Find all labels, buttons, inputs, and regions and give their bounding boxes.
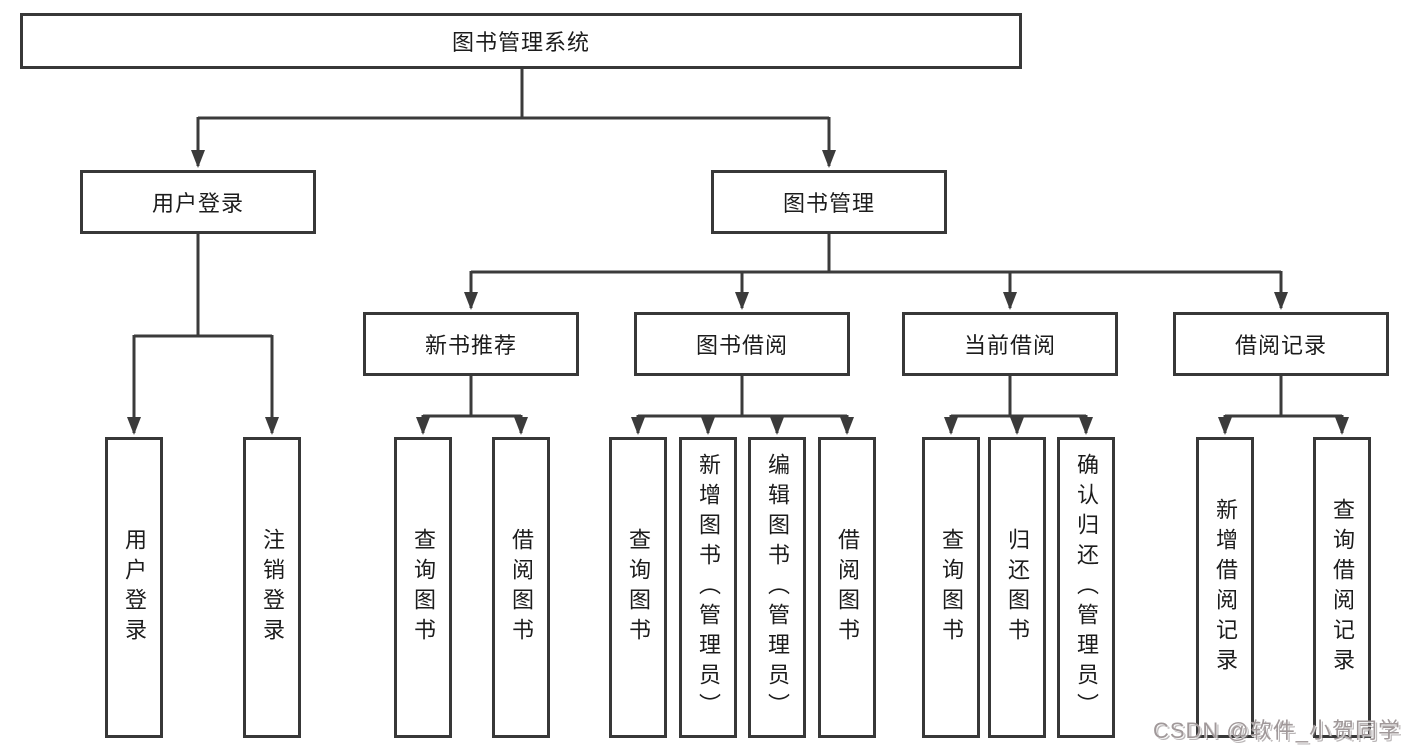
leaf-query-borrow-record: 查询借阅记录 (1313, 437, 1371, 738)
leaf-user-login-label: 用户登录 (122, 527, 147, 648)
leaf-query-books-borrowgroup-label: 查询图书 (626, 527, 651, 648)
node-book-management: 图书管理 (711, 170, 947, 234)
node-book-borrowing: 图书借阅 (634, 312, 850, 376)
wire-user-login-split (127, 234, 279, 435)
leaf-query-books-borrowgroup: 查询图书 (609, 437, 667, 738)
node-borrowing-records: 借阅记录 (1173, 312, 1389, 376)
leaf-query-borrow-record-label: 查询借阅记录 (1330, 497, 1355, 678)
leaf-add-borrow-record-label: 新增借阅记录 (1213, 497, 1238, 678)
leaf-return-books: 归还图书 (988, 437, 1046, 738)
leaf-return-books-label: 归还图书 (1005, 527, 1030, 648)
leaf-add-books-admin: 新增图书（管理员） (679, 437, 737, 738)
leaf-user-login: 用户登录 (105, 437, 163, 738)
wire-root-split (191, 69, 836, 168)
leaf-query-books-newgroup: 查询图书 (394, 437, 452, 738)
node-new-book-recommend: 新书推荐 (363, 312, 579, 376)
leaf-confirm-return-admin: 确认归还（管理员） (1057, 437, 1115, 738)
leaf-borrow-books-newgroup-label: 借阅图书 (509, 527, 534, 648)
leaf-add-borrow-record: 新增借阅记录 (1196, 437, 1254, 738)
leaf-logout: 注销登录 (243, 437, 301, 738)
leaf-add-books-admin-label: 新增图书（管理员） (696, 452, 721, 723)
leaf-edit-books-admin: 编辑图书（管理员） (748, 437, 806, 738)
leaf-confirm-return-admin-label: 确认归还（管理员） (1074, 452, 1099, 723)
wire-borrowing-records-split (1218, 376, 1349, 435)
wire-current-borrowing-split (944, 376, 1093, 435)
leaf-edit-books-admin-label: 编辑图书（管理员） (765, 452, 790, 723)
wire-new-books-split (416, 376, 528, 435)
leaf-borrow-books-borrowgroup-label: 借阅图书 (835, 527, 860, 648)
node-current-borrowing: 当前借阅 (902, 312, 1118, 376)
leaf-query-books-currentgroup-label: 查询图书 (939, 527, 964, 648)
csdn-watermark: CSDN @软件_小贺同学 (1152, 718, 1401, 743)
leaf-borrow-books-borrowgroup: 借阅图书 (818, 437, 876, 738)
leaf-query-books-currentgroup: 查询图书 (922, 437, 980, 738)
leaf-query-books-newgroup-label: 查询图书 (411, 527, 436, 648)
node-user-login: 用户登录 (80, 170, 316, 234)
wire-book-management-split (464, 234, 1288, 310)
node-root: 图书管理系统 (20, 13, 1022, 69)
leaf-logout-label: 注销登录 (260, 527, 285, 648)
leaf-borrow-books-newgroup: 借阅图书 (492, 437, 550, 738)
wire-book-borrowing-split (631, 376, 854, 435)
